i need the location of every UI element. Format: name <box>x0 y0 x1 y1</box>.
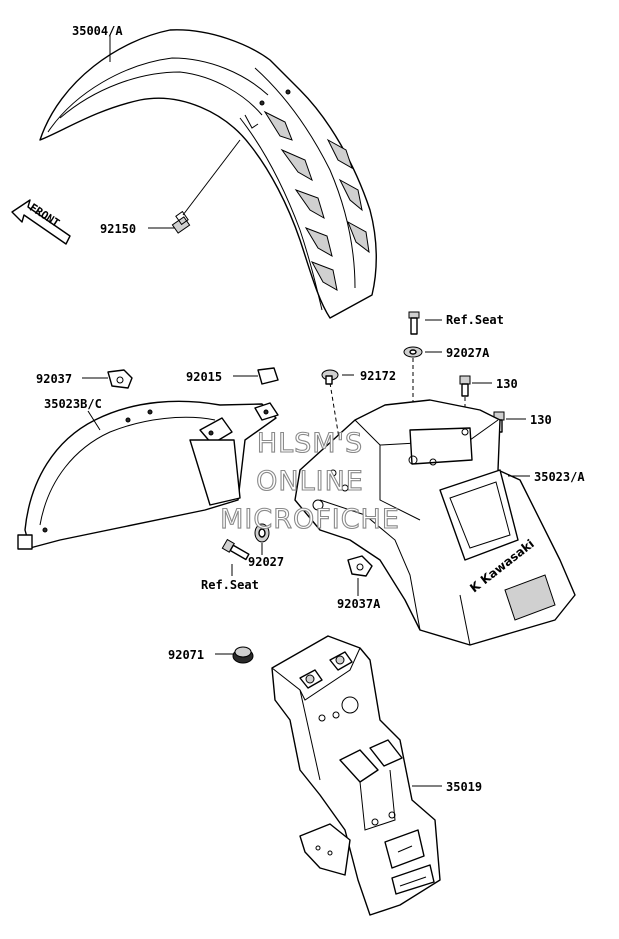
clip-92037a <box>347 555 373 596</box>
label-92172: 92172 <box>360 369 396 383</box>
label-92015: 92015 <box>186 370 222 384</box>
washer-92027 <box>254 523 270 555</box>
grommet-92071 <box>215 646 254 664</box>
label-92037: 92037 <box>36 372 72 386</box>
bolt-92150 <box>171 139 241 234</box>
bolt-ref-seat-bottom <box>221 538 250 576</box>
label-35019: 35019 <box>446 780 482 794</box>
watermark-line-1: HLSM'S <box>257 428 363 459</box>
clip-92015 <box>233 367 279 385</box>
front-fender-35004a <box>39 29 377 319</box>
label-130-lower: 130 <box>530 413 552 427</box>
watermark-line-2: ONLINE <box>256 466 364 497</box>
label-130-upper: 130 <box>496 377 518 391</box>
fender-bracket-35019 <box>271 635 442 916</box>
label-ref-seat-top: Ref.Seat <box>446 313 504 327</box>
label-92150: 92150 <box>100 222 136 236</box>
label-35023bc: 35023B/C <box>44 397 102 411</box>
rear-inner-fender-35023bc <box>17 400 279 550</box>
label-ref-seat-bottom: Ref.Seat <box>201 578 259 592</box>
bolt-ref-seat-top <box>408 311 442 335</box>
watermark: HLSM'S ONLINE MICROFICHE <box>220 427 400 535</box>
label-92027a: 92027A <box>446 346 490 360</box>
label-92071: 92071 <box>168 648 204 662</box>
front-direction-arrow: FRONT <box>11 199 71 245</box>
label-92027: 92027 <box>248 555 284 569</box>
watermark-line-3: MICROFICHE <box>220 504 400 535</box>
rear-fender-35023a: K Kawasaki <box>294 399 576 646</box>
label-35004a: 35004/A <box>72 24 123 38</box>
leader-35023bc <box>87 410 101 431</box>
label-92037a: 92037A <box>337 597 381 611</box>
clip-92037 <box>82 369 133 389</box>
label-35023a: 35023/A <box>534 470 585 484</box>
